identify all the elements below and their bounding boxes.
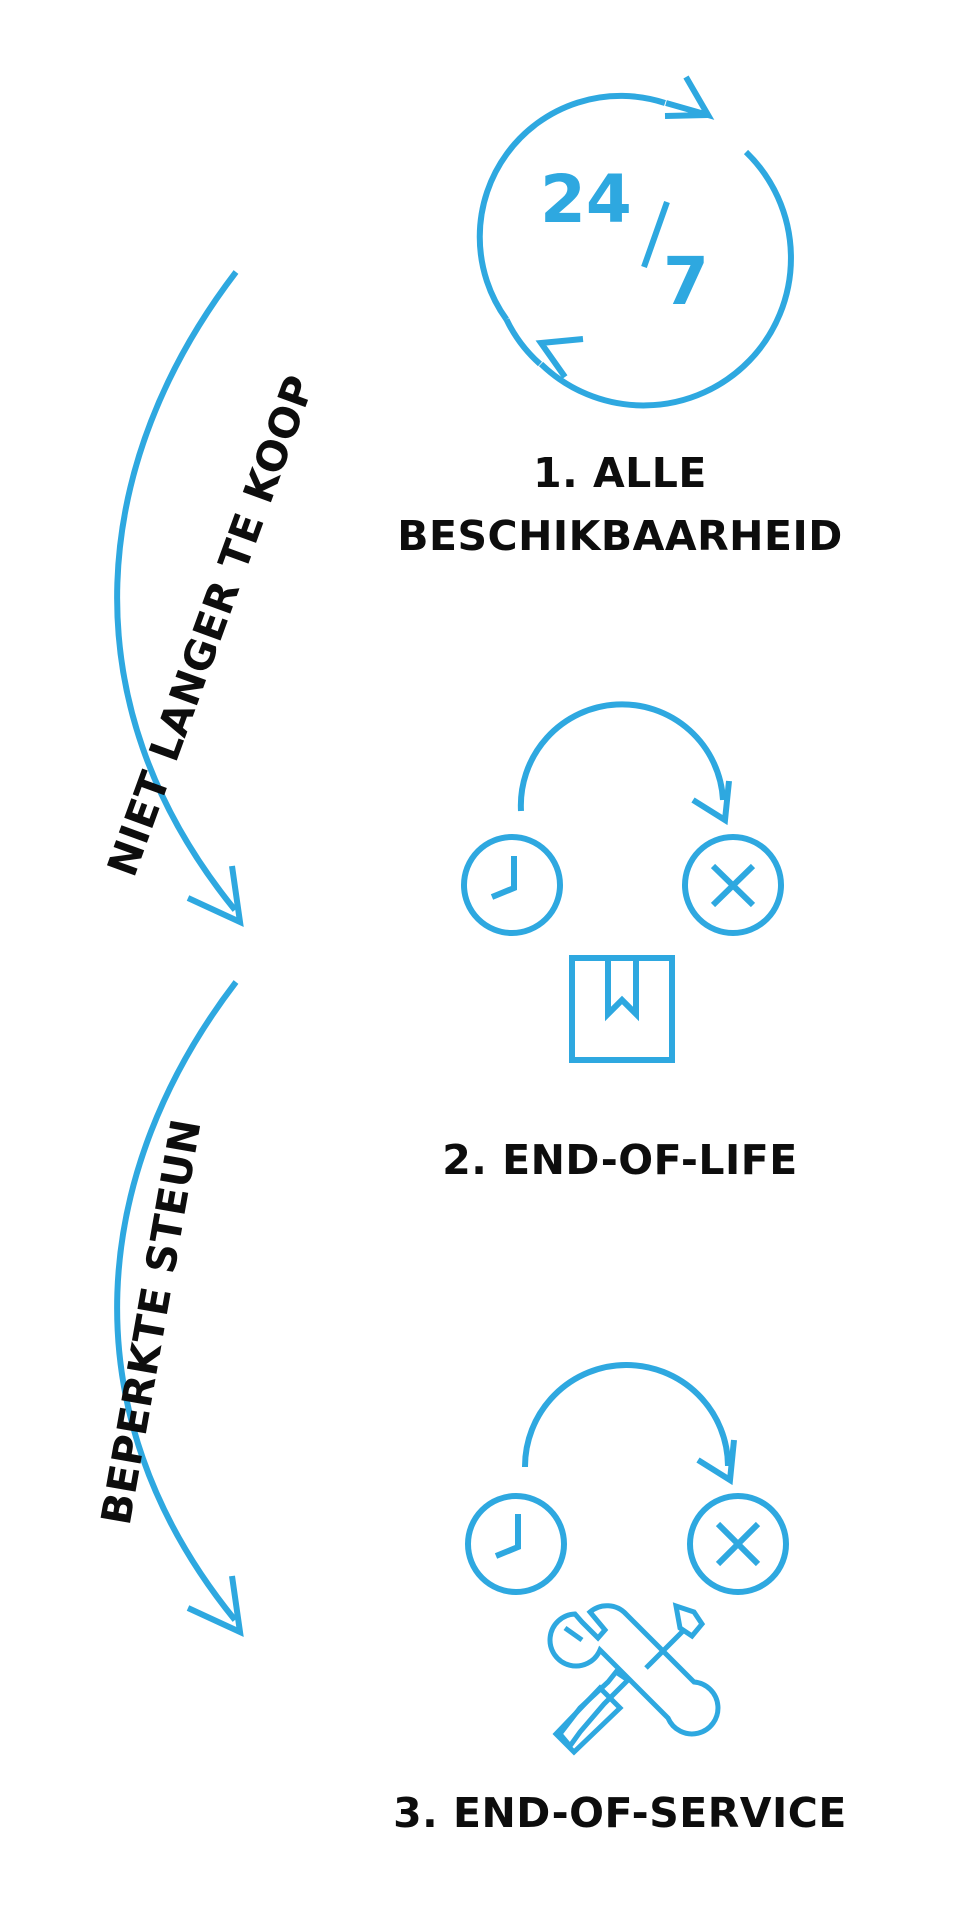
close-icon — [687, 1493, 789, 1595]
clock-icon — [465, 1493, 567, 1595]
stage-1-title-line2: BESCHIKBAARHEID — [397, 512, 843, 560]
end-of-life-icon — [461, 701, 784, 1063]
wrench-icon — [547, 1603, 721, 1737]
transition-arrow-2 — [114, 980, 244, 1638]
close-icon — [682, 834, 784, 936]
box-icon — [569, 955, 675, 1063]
end-of-service-icon — [465, 1362, 789, 1756]
clock-icon — [461, 834, 563, 936]
stage-1-title-line1: 1. ALLE — [533, 449, 707, 497]
icon-text-7: 7 — [663, 243, 709, 320]
transition-arrow-1 — [114, 270, 244, 928]
icon-text-24: 24 — [540, 161, 632, 238]
24-7-cycle-icon: 24 7 — [476, 75, 794, 409]
stage-2-title: 2. END-OF-LIFE — [442, 1136, 798, 1184]
stage-1-title: 1. ALLE BESCHIKBAARHEID — [300, 442, 940, 568]
stage-3-title: 3. END-OF-SERVICE — [393, 1789, 847, 1837]
screwdriver-icon — [552, 1602, 706, 1756]
